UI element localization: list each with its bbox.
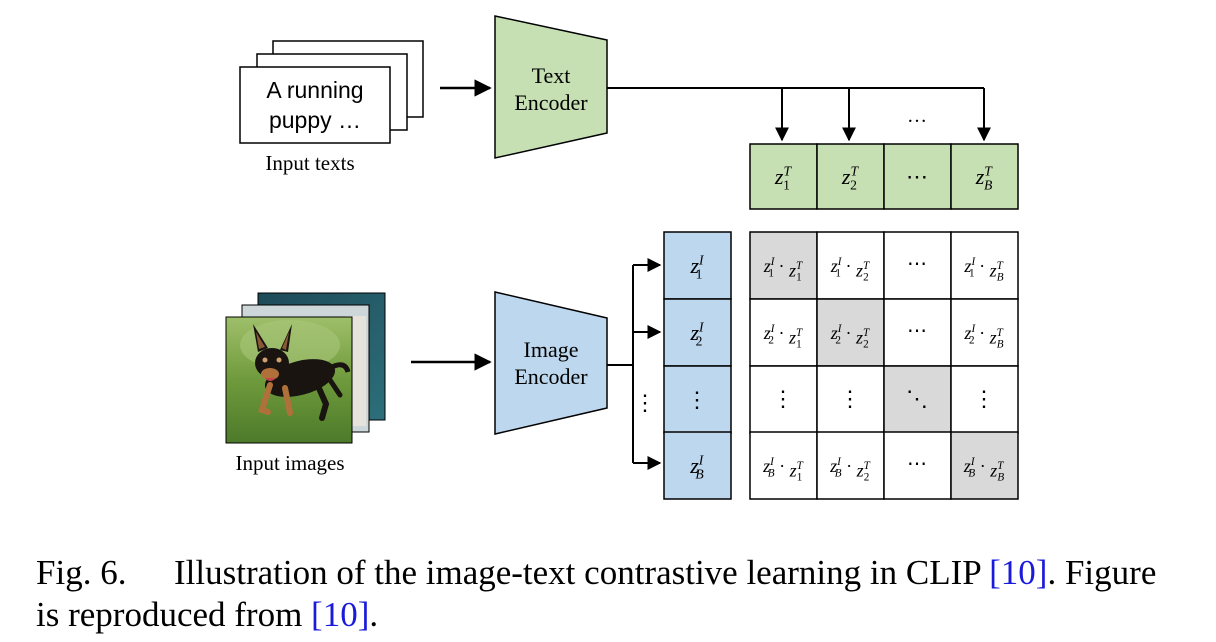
figure-caption: Fig. 6. Illustration of the image-text co…: [36, 552, 1206, 636]
input-text-line-2: puppy …: [269, 107, 361, 133]
caption-reference-link-2[interactable]: [10]: [311, 595, 370, 634]
matrix-cell: ⋯: [883, 431, 952, 500]
matrix-cell: ⋯: [883, 298, 952, 367]
matrix-cell: ⋮: [749, 365, 818, 434]
matrix-vertical-ellipsis: ⋮: [839, 386, 861, 411]
matrix-diagonal-cell: ⋱: [883, 365, 952, 434]
text-encoder-label-2: Encoder: [514, 90, 588, 115]
caption-line-1: Fig. 6. Illustration of the image-text co…: [36, 552, 1206, 594]
input-image-stack: [225, 292, 386, 444]
image-encoder-label-2: Encoder: [514, 364, 588, 389]
image-encoder-label-1: Image: [524, 337, 579, 362]
matrix-vertical-ellipsis: ⋮: [973, 386, 995, 411]
dog-photo-icon: [225, 316, 353, 444]
caption-line-2: is reproduced from [10].: [36, 594, 1206, 636]
image-embedding-arrows: [607, 258, 662, 470]
matrix-diagonal-ellipsis: ⋱: [906, 386, 928, 411]
matrix-cell: ⋮: [950, 365, 1019, 434]
matrix-horizontal-ellipsis: ⋯: [907, 453, 927, 475]
input-text-line-1: A running: [266, 77, 363, 103]
text-encoder-label-1: Text: [532, 63, 571, 88]
caption-figure-number: Fig. 6.: [36, 553, 127, 592]
input-images-label: Input images: [235, 451, 344, 475]
matrix-vertical-ellipsis: ⋮: [772, 386, 794, 411]
image-encoder: Image Encoder: [494, 291, 608, 435]
text-embedding-top-ellipsis: …: [907, 105, 927, 127]
text-embedding-label: ⋯: [906, 164, 928, 189]
caption-text-4: .: [369, 595, 379, 634]
caption-reference-link-1[interactable]: [10]: [989, 553, 1048, 592]
caption-text-2: . Figure: [1047, 553, 1157, 592]
matrix-cell: ⋮: [816, 365, 885, 434]
matrix-horizontal-ellipsis: ⋯: [907, 253, 927, 275]
input-text-stack: A running puppy …: [239, 40, 424, 144]
caption-text-1: Illustration of the image-text contrasti…: [174, 553, 990, 592]
matrix-horizontal-ellipsis: ⋯: [907, 320, 927, 342]
image-embedding-cell: ⋮: [663, 365, 732, 434]
caption-text-3: is reproduced from: [36, 595, 312, 634]
input-texts-label: Input texts: [265, 151, 354, 175]
text-embedding-arrows: [607, 87, 991, 142]
image-embedding-label: ⋮: [686, 387, 708, 412]
matrix-cell: ⋯: [883, 231, 952, 300]
text-embedding-cell: ⋯: [883, 143, 952, 210]
text-encoder: Text Encoder: [494, 15, 608, 159]
image-embedding-side-ellipsis: ⋮: [634, 390, 656, 415]
